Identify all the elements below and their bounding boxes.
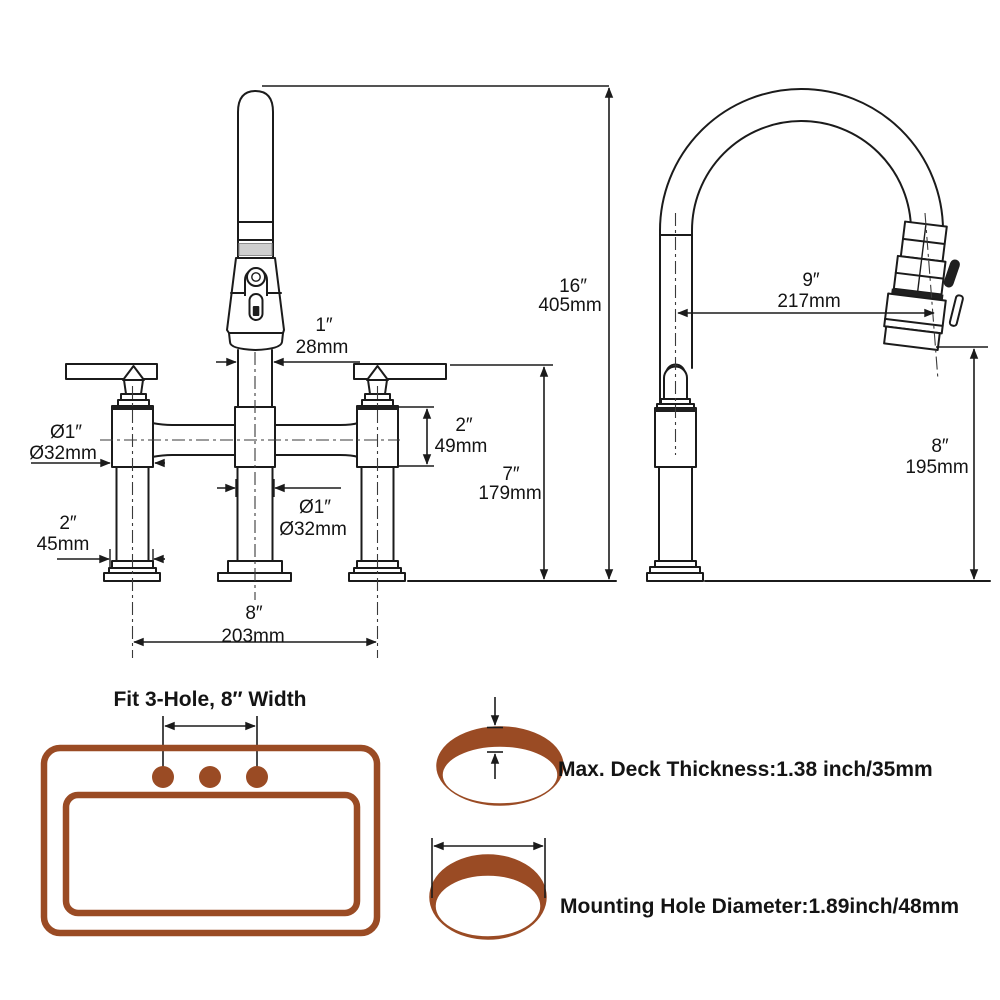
dim-spout-reach-mm: 217mm	[777, 291, 840, 312]
dim-valve-body-inch: 2″	[455, 415, 473, 436]
dim-valve-body-mm: 49mm	[435, 436, 488, 457]
mounting-hole-label: Mounting Hole Diameter:1.89inch/48mm	[560, 895, 959, 918]
dim-base-width-inch: 2″	[59, 513, 77, 534]
side-view-dimensions: 9″ 217mm 8″ 195mm	[677, 270, 988, 580]
dim-spout-reach-inch: 9″	[802, 270, 820, 291]
mounting-hole-diagram: Mounting Hole Diameter:1.89inch/48mm	[429, 838, 959, 940]
spray-head-clip	[948, 294, 964, 327]
dim-overall-height-mm: 405mm	[538, 295, 601, 316]
dim-handle-diameter-mm: Ø32mm	[29, 443, 97, 464]
sink-outer-rim	[40, 744, 381, 937]
dim-handle-height-mm: 179mm	[478, 483, 541, 504]
dim-handle-height-inch: 7″	[502, 464, 520, 485]
deck-thickness-label: Max. Deck Thickness:1.38 inch/35mm	[558, 758, 933, 781]
faucet-hole-left	[152, 766, 174, 788]
dim-center-diameter-mm: Ø32mm	[279, 519, 347, 540]
dim-spout-height-mm: 195mm	[905, 457, 968, 478]
deck-thickness-diagram: Max. Deck Thickness:1.38 inch/35mm	[436, 697, 933, 806]
dim-hole-spacing-mm: 203mm	[221, 626, 284, 647]
side-spray-head	[883, 220, 948, 351]
dim-spout-height-inch: 8″	[931, 436, 949, 457]
dim-base-width-mm: 45mm	[37, 534, 90, 555]
sink-diagram: Fit 3-Hole, 8″ Width	[40, 688, 381, 937]
faucet-hole-center	[199, 766, 221, 788]
dim-center-diameter-inch: Ø1″	[299, 497, 331, 518]
side-view-faucet	[646, 88, 991, 582]
sink-label: Fit 3-Hole, 8″ Width	[113, 688, 306, 711]
dim-handle-diameter-inch: Ø1″	[50, 422, 82, 443]
faucet-hole-right	[246, 766, 268, 788]
dim-spout-tube-inch: 1″	[315, 315, 333, 336]
front-view-dimensions: 16″ 405mm 7″ 179mm 1″ 28mm Ø1″ Ø32mm 2″ …	[29, 85, 617, 647]
dim-overall-height-inch: 16″	[559, 276, 587, 297]
dim-spout-tube-mm: 28mm	[296, 337, 349, 358]
sink-basin	[62, 791, 361, 917]
spray-head-lever	[943, 259, 960, 288]
front-view-faucet	[65, 90, 447, 658]
dim-hole-spacing-inch: 8″	[245, 603, 263, 624]
right-handle	[348, 363, 447, 582]
spout-gray-band	[238, 243, 273, 256]
